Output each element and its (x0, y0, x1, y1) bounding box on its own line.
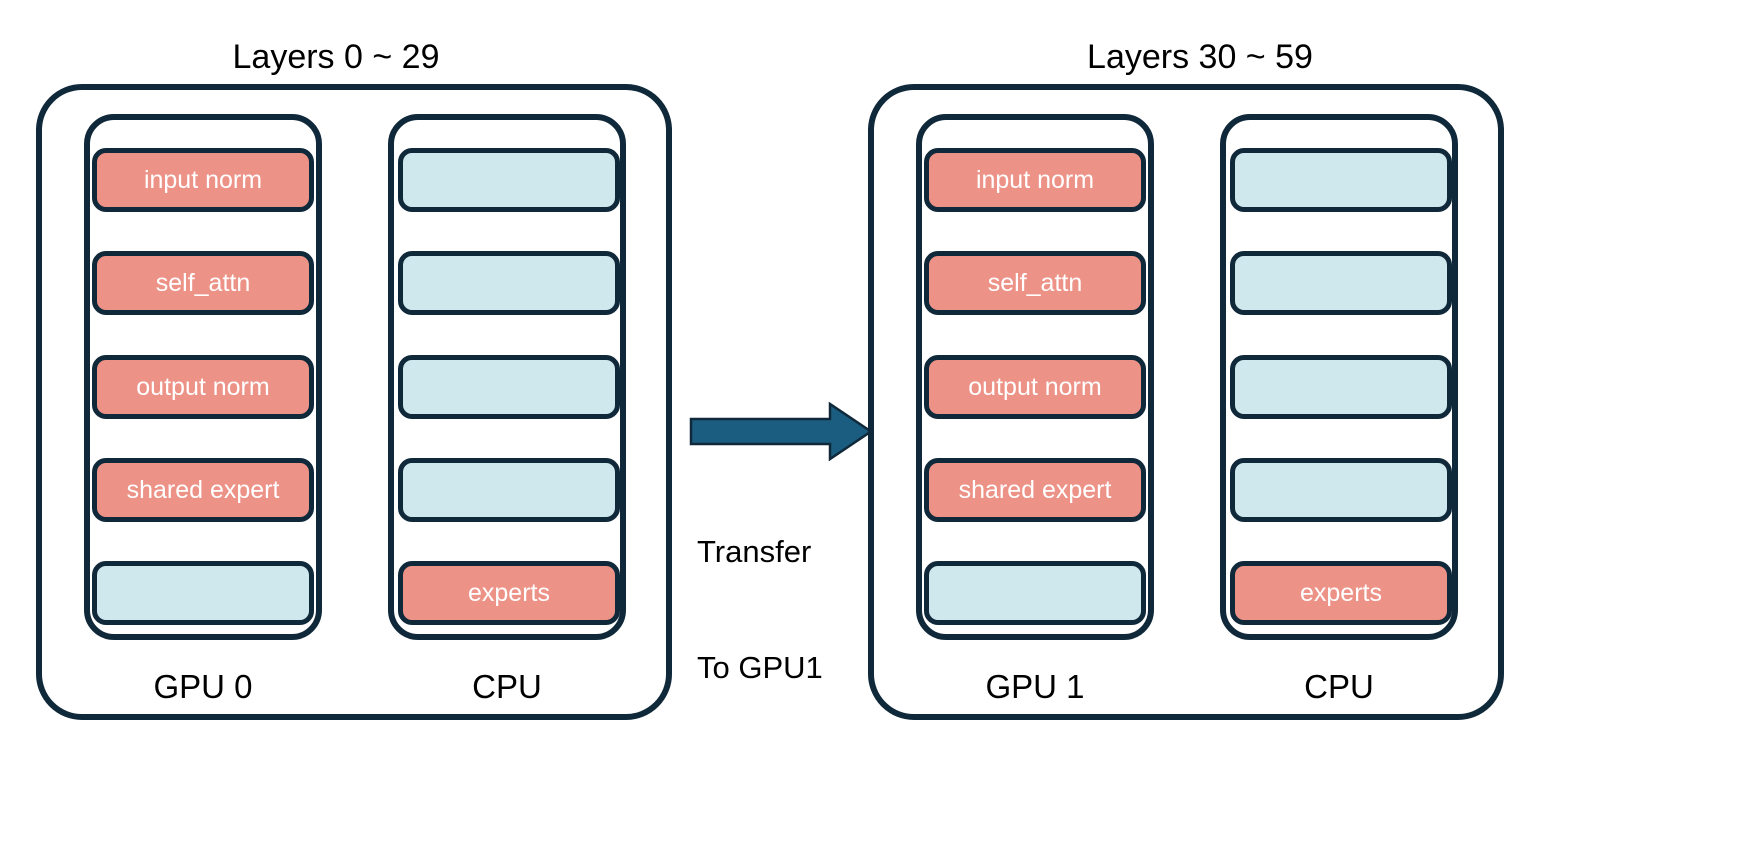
block-label: input norm (975, 165, 1095, 194)
block-output-norm-gpu1[interactable]: output norm (924, 355, 1146, 419)
block-self-attn-gpu1[interactable]: self_attn (924, 251, 1146, 315)
block-label: input norm (143, 165, 263, 194)
block-shared-expert-gpu0[interactable]: shared expert (92, 458, 314, 522)
block-cpu0-slot-1[interactable] (398, 148, 620, 212)
block-cpu1-slot-4[interactable] (1230, 458, 1452, 522)
panel-title-1: Layers 30 ~ 59 (1087, 38, 1313, 76)
block-label: output norm (136, 372, 270, 401)
block-cpu1-slot-3[interactable] (1230, 355, 1452, 419)
panel-title-0: Layers 0 ~ 29 (232, 38, 440, 76)
block-label: shared expert (958, 475, 1112, 504)
block-shared-expert-gpu1[interactable]: shared expert (924, 458, 1146, 522)
block-label: self_attn (987, 268, 1083, 297)
transfer-arrow (689, 401, 874, 462)
block-cpu0-slot-4[interactable] (398, 458, 620, 522)
block-cpu0-slot-3[interactable] (398, 355, 620, 419)
block-placeholder-gpu1[interactable] (924, 561, 1146, 625)
transfer-label-line2: To GPU1 (697, 649, 823, 685)
block-experts-cpu1[interactable]: experts (1230, 561, 1452, 625)
block-cpu0-slot-2[interactable] (398, 251, 620, 315)
block-input-norm-gpu0[interactable]: input norm (92, 148, 314, 212)
block-label: output norm (968, 372, 1102, 401)
block-self-attn-gpu0[interactable]: self_attn (92, 251, 314, 315)
block-placeholder-gpu0[interactable] (92, 561, 314, 625)
block-label: self_attn (155, 268, 251, 297)
transfer-label-line1: Transfer (697, 533, 812, 569)
device-label-gpu1: GPU 1 (985, 668, 1085, 705)
block-output-norm-gpu0[interactable]: output norm (92, 355, 314, 419)
block-label: shared expert (126, 475, 280, 504)
block-label: experts (468, 578, 550, 607)
block-label: experts (1300, 578, 1382, 607)
transfer-label: Transfer To GPU1 (697, 455, 823, 765)
device-label-cpu1: CPU (1304, 668, 1374, 705)
device-label-cpu0: CPU (472, 668, 542, 705)
block-input-norm-gpu1[interactable]: input norm (924, 148, 1146, 212)
block-experts-cpu0[interactable]: experts (398, 561, 620, 625)
block-cpu1-slot-2[interactable] (1230, 251, 1452, 315)
device-label-gpu0: GPU 0 (153, 668, 253, 705)
block-cpu1-slot-1[interactable] (1230, 148, 1452, 212)
